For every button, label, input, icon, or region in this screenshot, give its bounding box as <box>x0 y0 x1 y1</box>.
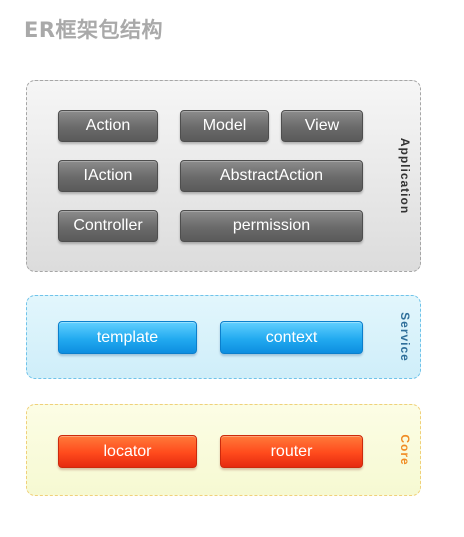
iaction-box: IAction <box>58 160 158 192</box>
application-label: Application <box>398 137 412 215</box>
view-box: View <box>281 110 363 142</box>
router-box: router <box>220 435 363 468</box>
abstractaction-box: AbstractAction <box>180 160 363 192</box>
action-box: Action <box>58 110 158 142</box>
context-box: context <box>220 321 363 354</box>
model-box: Model <box>180 110 269 142</box>
controller-box: Controller <box>58 210 158 242</box>
diagram-title: ER框架包结构 <box>24 18 164 42</box>
permission-box: permission <box>180 210 363 242</box>
service-label: Service <box>398 312 412 362</box>
template-box: template <box>58 321 197 354</box>
locator-box: locator <box>58 435 197 468</box>
core-label: Core <box>398 434 412 466</box>
